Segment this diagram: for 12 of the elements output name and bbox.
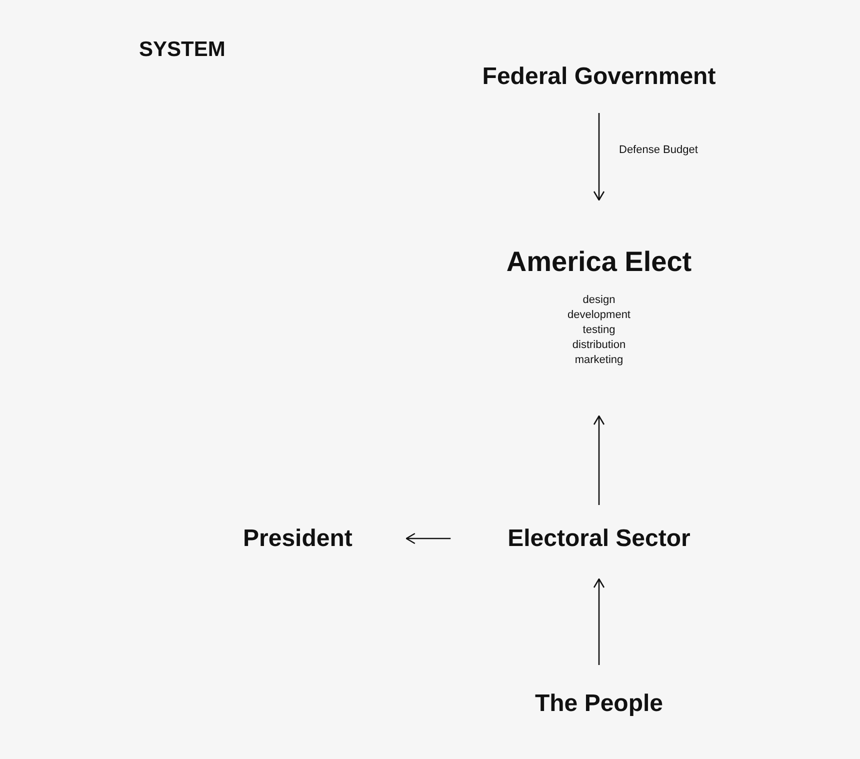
arrow	[593, 578, 605, 665]
activity-list: design development testing distribution marketing	[568, 293, 630, 368]
node-label: The People	[534, 689, 664, 718]
edge-label: Defense Budget	[617, 142, 700, 156]
arrow	[593, 415, 605, 505]
node-label: America Elect	[506, 245, 692, 279]
node-label: President	[243, 524, 352, 553]
node-label: Federal Government	[482, 62, 716, 91]
arrow	[406, 532, 451, 544]
diagram-title: SYSTEM	[139, 37, 226, 63]
node-label: Electoral Sector	[508, 524, 690, 553]
arrow	[593, 113, 605, 201]
